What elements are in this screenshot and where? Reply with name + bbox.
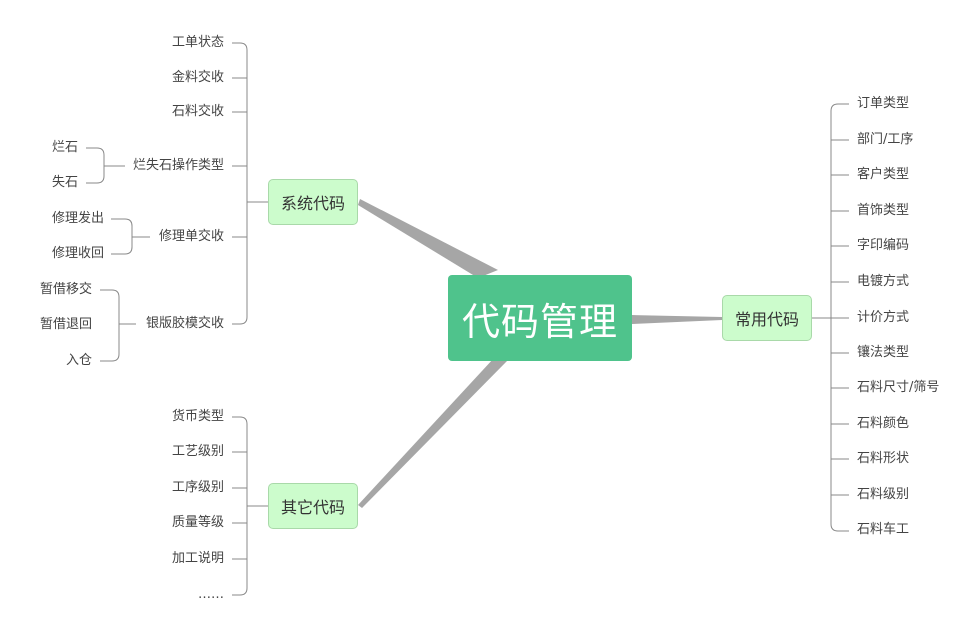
leaf-sub-lend-transfer[interactable]: 暂借移交 [39,282,92,297]
leaf-other-3[interactable]: 工序级别 [171,480,224,495]
leaf-system-3[interactable]: 石料交收 [171,104,224,119]
system-branch-lines [86,42,268,362]
leaf-sub-shishi[interactable]: 失石 [51,175,78,190]
leaf-system-6[interactable]: 银版胶模交收 [145,316,224,331]
leaf-sub-repair-out[interactable]: 修理发出 [51,211,104,226]
topic-common-code[interactable]: 常用代码 [722,295,812,341]
leaf-common-9[interactable]: 石料尺寸/筛号 [857,380,940,395]
common-branch-lines [812,103,849,532]
leaf-common-1[interactable]: 订单类型 [857,96,910,111]
root-node[interactable]: 代码管理 [448,275,632,361]
leaf-common-6[interactable]: 电镀方式 [857,274,910,289]
leaf-other-4[interactable]: 质量等级 [171,515,224,530]
leaf-common-5[interactable]: 字印编码 [857,238,910,253]
leaf-other-5[interactable]: 加工说明 [171,551,224,566]
leaf-system-5[interactable]: 修理单交收 [158,229,224,244]
leaf-common-13[interactable]: 石料车工 [857,522,910,537]
leaf-common-7[interactable]: 计价方式 [857,310,910,325]
leaf-common-11[interactable]: 石料形状 [857,451,910,466]
connector-root-system [358,199,498,278]
leaf-sub-warehouse[interactable]: 入仓 [65,353,92,368]
leaf-sub-lend-return[interactable]: 暂借退回 [39,317,92,332]
leaf-sub-lanshi[interactable]: 烂石 [51,140,78,155]
leaf-common-2[interactable]: 部门/工序 [857,132,914,147]
leaf-sub-repair-in[interactable]: 修理收回 [51,246,104,261]
connector-root-other [358,358,508,508]
other-branch-lines [232,416,268,596]
leaf-system-1[interactable]: 工单状态 [171,35,224,50]
leaf-common-8[interactable]: 镶法类型 [857,345,910,360]
leaf-common-12[interactable]: 石料级别 [857,487,910,502]
connector-root-common [632,315,722,324]
leaf-other-1[interactable]: 货币类型 [171,409,224,424]
leaf-system-2[interactable]: 金料交收 [171,70,224,85]
topic-system-code[interactable]: 系统代码 [268,179,358,225]
leaf-common-3[interactable]: 客户类型 [857,167,910,182]
leaf-system-4[interactable]: 烂失石操作类型 [132,158,224,173]
leaf-other-6[interactable]: …… [198,587,224,602]
leaf-other-2[interactable]: 工艺级别 [171,444,224,459]
topic-other-code[interactable]: 其它代码 [268,483,358,529]
leaf-common-10[interactable]: 石料颜色 [857,416,910,431]
leaf-common-4[interactable]: 首饰类型 [857,203,910,218]
